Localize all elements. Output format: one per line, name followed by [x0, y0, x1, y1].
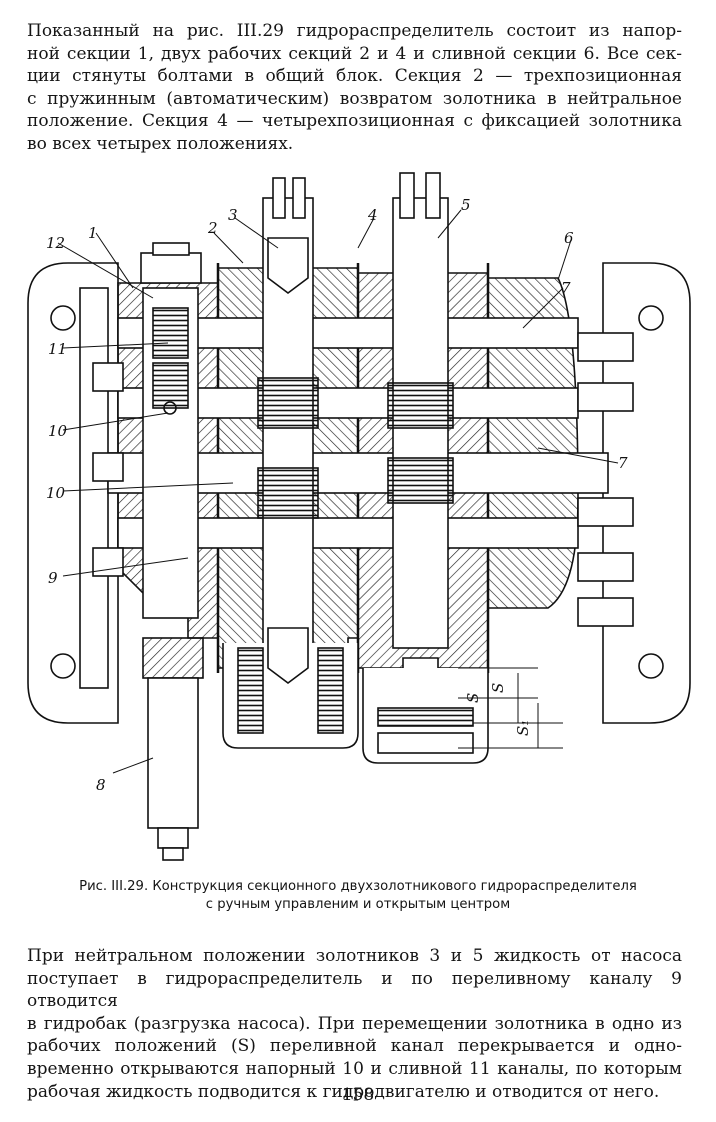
detent-cap-right	[362, 668, 489, 764]
text-line: ной секции 1, двух рабочих секций 2 и 4 …	[27, 43, 682, 64]
body-paragraph: При нейтральном положении золотников 3 и…	[27, 945, 682, 1103]
text-line: временно открываются напорный 10 и сливн…	[27, 1058, 682, 1079]
handle-rod-8	[142, 637, 204, 861]
label-5: 5	[461, 196, 471, 214]
page-number: 158	[341, 1085, 375, 1105]
text-line: поступает в гидрораспределитель и по пер…	[27, 968, 682, 1012]
label-10a: 10	[48, 422, 68, 440]
relief-valve	[140, 242, 202, 619]
text-line: с пружинным (автоматическим) возвратом з…	[27, 88, 682, 109]
label-4: 4	[367, 206, 378, 224]
figure-caption: Рис. III.29. Конструкция секционного дву…	[0, 878, 716, 913]
text-line: рабочая жидкость подводится к гидродвига…	[27, 1081, 660, 1102]
label-s1: S₁	[514, 720, 532, 736]
left-end-plate	[27, 262, 119, 724]
spool-3	[257, 177, 319, 649]
right-end-plate	[602, 262, 691, 724]
text-line: Показанный на рис. III.29 гидрораспредел…	[27, 21, 682, 41]
label-12: 12	[46, 234, 65, 252]
tie-bolts	[92, 332, 634, 627]
label-9: 9	[48, 569, 58, 587]
spring-cap-left	[222, 627, 359, 749]
label-1: 1	[88, 224, 98, 242]
text-line: При нейтральном положении золотников 3 и…	[27, 946, 682, 966]
label-7a: 7	[561, 279, 571, 297]
hydraulic-distributor-drawing: 1 12 11 10 10 9 8 2 3 4 5 6 7 7 S S S₁	[27, 172, 691, 861]
spool-5	[387, 172, 454, 701]
label-8: 8	[96, 776, 106, 794]
text-line: рабочих положений (S) переливной канал п…	[27, 1036, 682, 1057]
label-s-1: S	[464, 693, 482, 703]
text-line: ции стянуты болтами в общий блок. Секция…	[27, 66, 682, 87]
text-line: положение. Секция 4 — четырехпозиционная…	[27, 111, 682, 132]
label-11: 11	[48, 340, 67, 358]
text-line: в гидробак (разгрузка насоса). При перем…	[27, 1013, 682, 1034]
leader-lines	[57, 209, 619, 774]
text-line: во всех четырех положениях.	[27, 133, 294, 154]
caption-line: с ручным управленим и открытым центром	[205, 896, 511, 912]
label-6: 6	[564, 229, 574, 247]
intro-paragraph: Показанный на рис. III.29 гидрораспредел…	[27, 20, 682, 156]
label-2: 2	[207, 219, 218, 237]
label-10b: 10	[46, 484, 66, 502]
caption-line: Рис. III.29. Конструкция секционного дву…	[79, 879, 637, 894]
channels	[107, 317, 609, 549]
label-s-2: S	[489, 683, 507, 693]
label-3: 3	[228, 206, 238, 224]
label-7b: 7	[618, 454, 628, 472]
dimension-marks	[458, 667, 563, 749]
